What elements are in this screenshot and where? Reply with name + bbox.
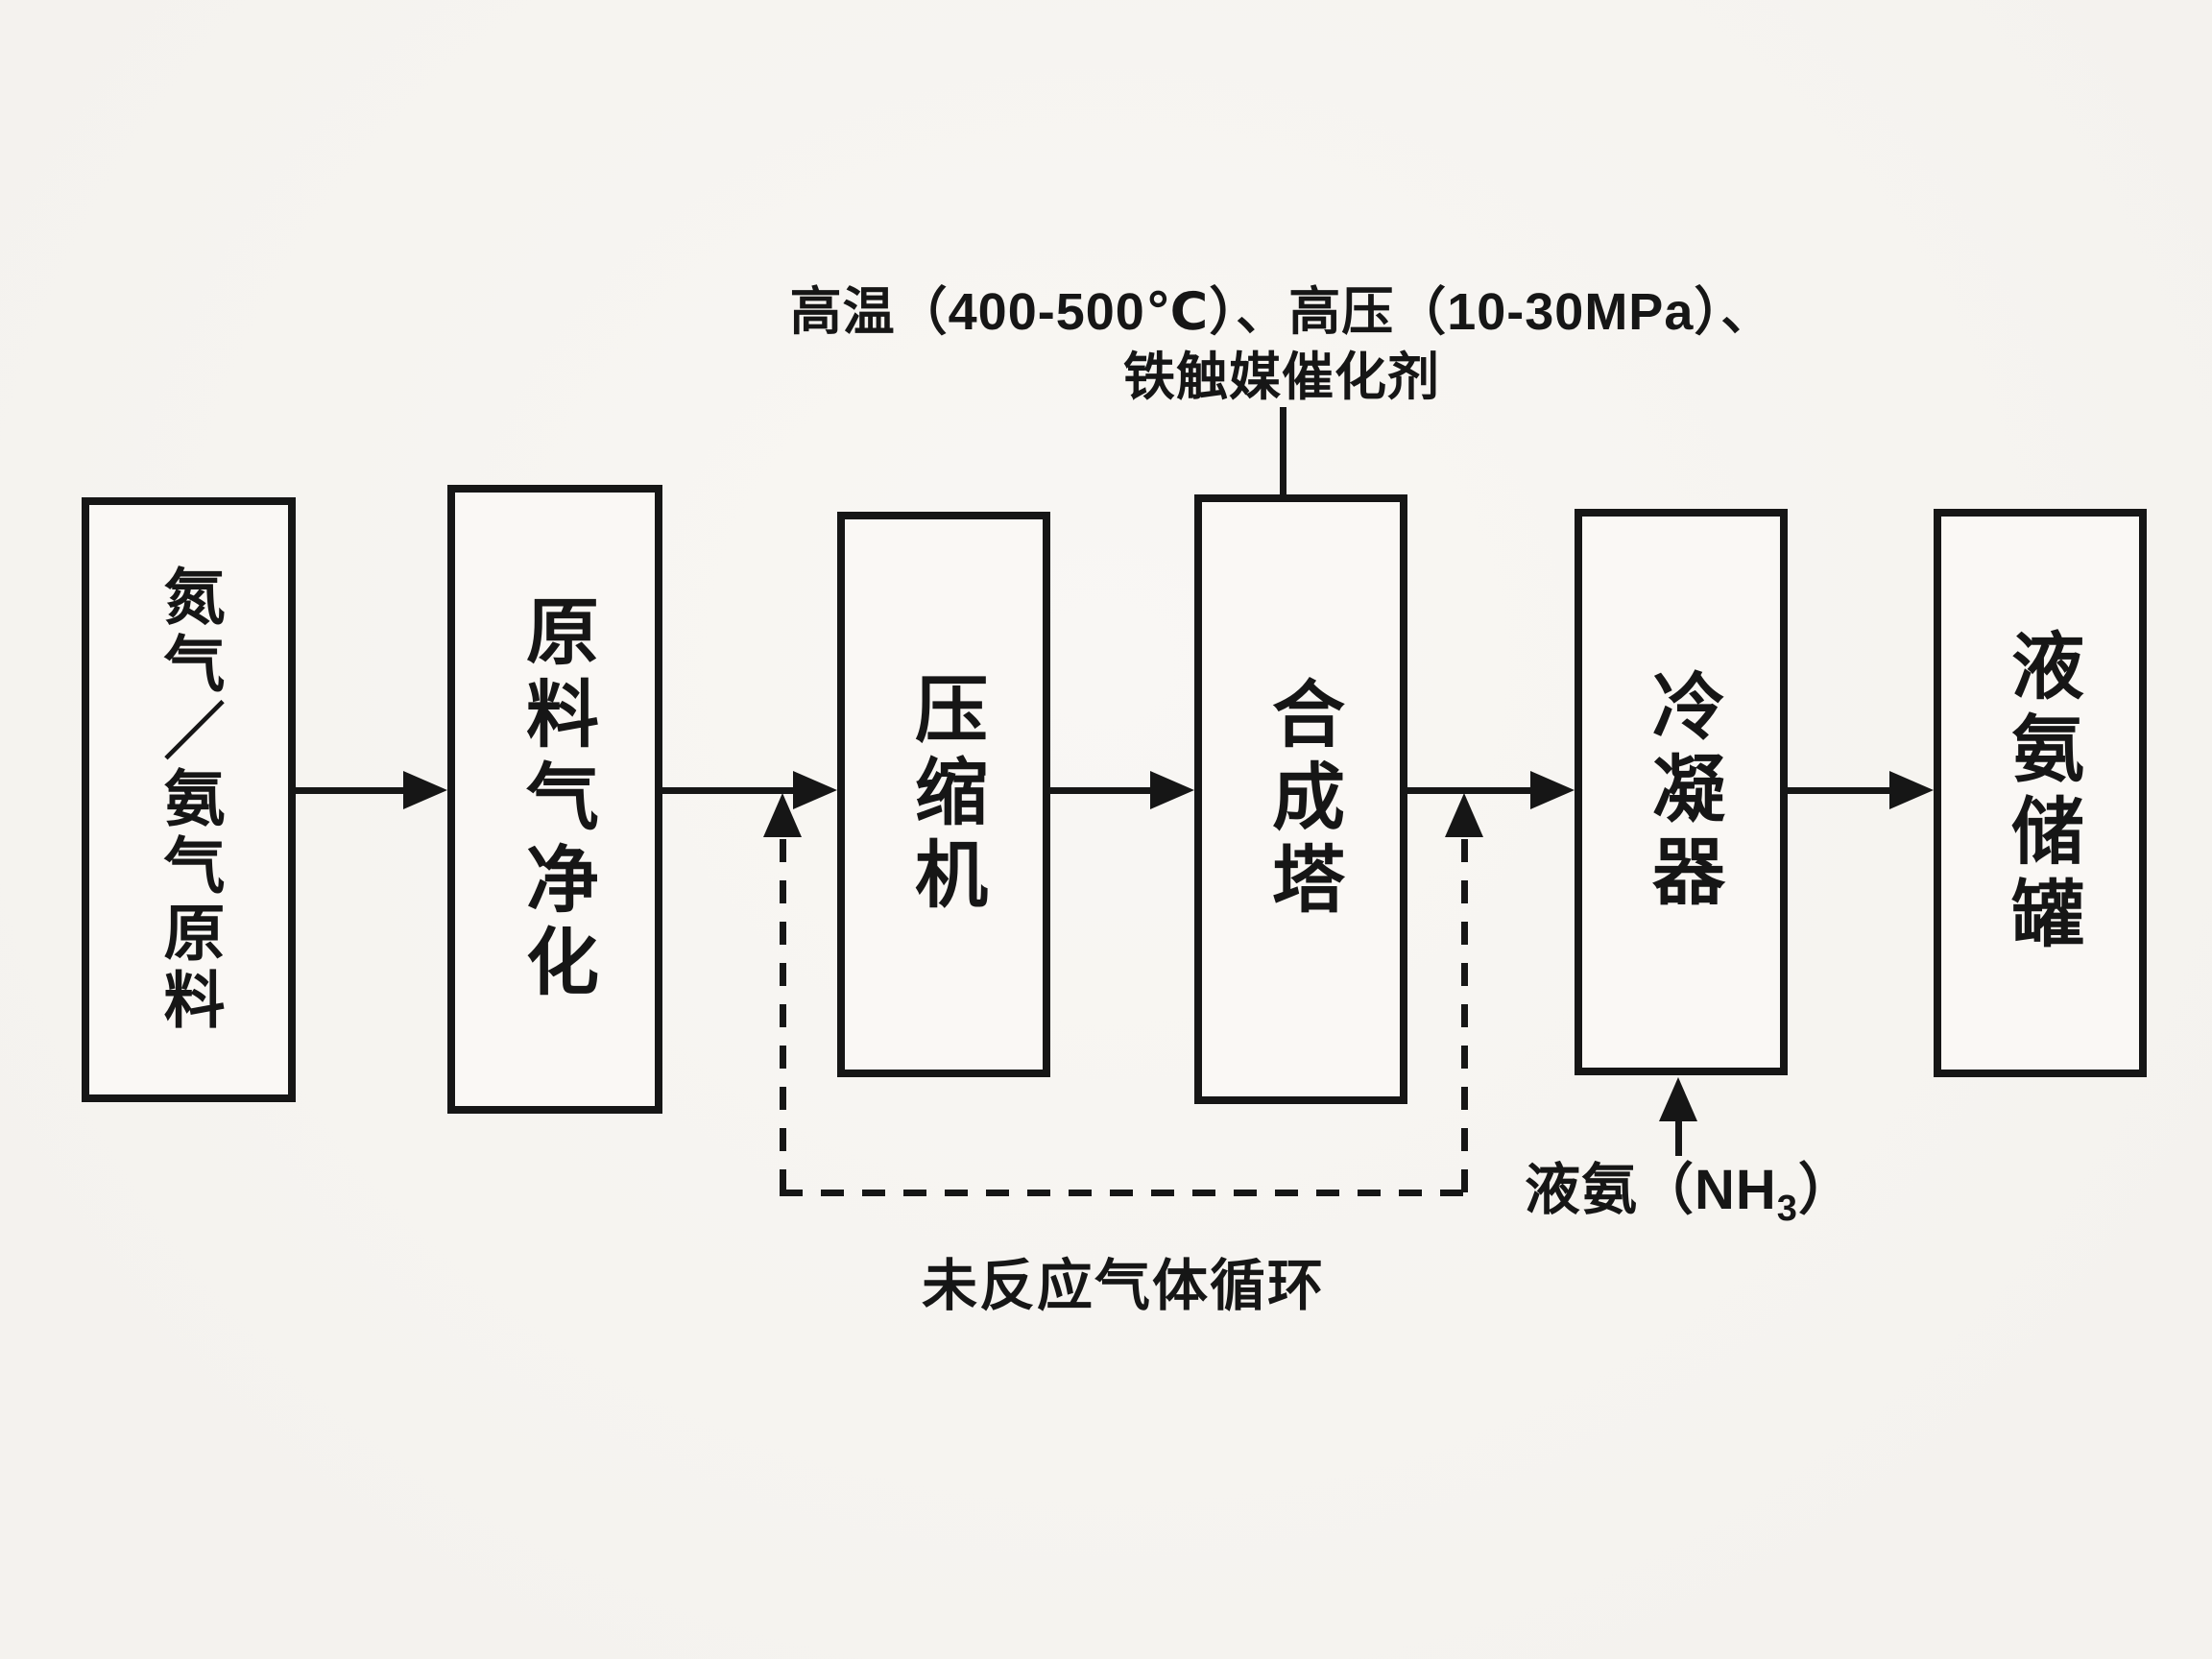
annotation-connector-line (1280, 407, 1286, 498)
flow-line-2 (662, 787, 797, 794)
process-box-condenser: 冷凝器 (1575, 509, 1788, 1075)
process-box-purification: 原料气净化 (447, 485, 662, 1114)
ammonia-label-subscript: 3 (1776, 1189, 1798, 1229)
box-label-feedstock: 氮气／氨气原料 (155, 565, 224, 1035)
ammonia-arrowhead-up-icon (1659, 1077, 1697, 1121)
box-label-condenser: 冷凝器 (1641, 668, 1721, 916)
ammonia-arrow-line (1675, 1119, 1682, 1156)
recycle-label: 未反应气体循环 (921, 1255, 1325, 1317)
arrowhead-right-icon-5 (1889, 771, 1934, 809)
box-label-storage-tank: 液氨储罐 (2000, 628, 2080, 958)
recycle-dashed-horizontal (780, 1190, 1468, 1196)
ammonia-label-prefix: 液氨（NH (1525, 1159, 1777, 1221)
ammonia-label: 液氨（NH3） (1525, 1144, 1855, 1230)
condition-annotation: 高温（400-500℃）、高压（10-30MPa）、 铁触媒催化剂 (749, 279, 1815, 410)
flow-line-3 (1050, 787, 1154, 794)
recycle-dashed-vertical-left (780, 839, 786, 1194)
box-label-purification: 原料气净化 (515, 592, 595, 1006)
arrowhead-right-icon-4 (1530, 771, 1575, 809)
recycle-arrowhead-up-icon-right (1445, 793, 1483, 837)
flow-line-5 (1788, 787, 1893, 794)
arrowhead-right-icon-1 (403, 771, 447, 809)
condition-annotation-line1: 高温（400-500℃）、高压（10-30MPa）、 (789, 283, 1774, 341)
condition-annotation-line2: 铁触媒催化剂 (1123, 349, 1440, 406)
process-box-synthesis-tower: 合成塔 (1194, 494, 1407, 1104)
flow-line-1 (296, 787, 409, 794)
process-box-compressor: 压缩机 (837, 512, 1050, 1077)
arrowhead-right-icon-3 (1150, 771, 1194, 809)
ammonia-label-suffix: ） (1797, 1159, 1855, 1221)
box-label-synthesis-tower: 合成塔 (1261, 675, 1341, 924)
process-box-feedstock: 氮气／氨气原料 (82, 497, 296, 1102)
recycle-dashed-vertical-right (1461, 839, 1468, 1194)
process-box-storage-tank: 液氨储罐 (1934, 509, 2147, 1077)
recycle-arrowhead-up-icon-left (763, 793, 802, 837)
flow-line-4 (1407, 787, 1534, 794)
box-label-compressor: 压缩机 (903, 670, 984, 919)
